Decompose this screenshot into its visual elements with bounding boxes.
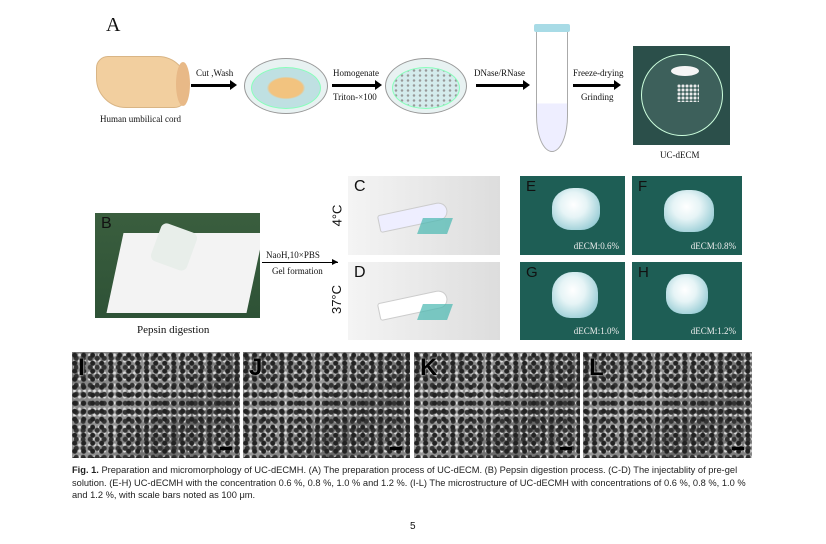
arrowhead-icon xyxy=(332,259,338,265)
gel-arrow-bottom-label: Gel formation xyxy=(272,266,323,276)
panel-letter: I xyxy=(78,354,85,381)
caption-label: Fig. 1. xyxy=(72,465,99,475)
step4-bottom-label: Grinding xyxy=(581,92,614,102)
arrow-icon xyxy=(573,80,621,90)
pepsin-digestion-photo: B xyxy=(95,213,260,318)
step3-label: DNase/RNase xyxy=(474,68,525,78)
petri-dish-tissue xyxy=(244,58,328,114)
sem-image-i: I xyxy=(72,352,240,458)
scale-bar xyxy=(732,447,744,450)
arrow-icon xyxy=(476,80,530,90)
panel-letter: J xyxy=(249,354,263,381)
gel-caption: dECM:1.0% xyxy=(573,326,619,336)
panel-letter: H xyxy=(638,264,649,281)
source-label: Human umbilical cord xyxy=(100,114,181,124)
panel-d-letter: D xyxy=(354,264,366,281)
panel-c-photo: C xyxy=(348,176,500,255)
sem-image-l: L xyxy=(583,352,752,458)
uc-decm-photo xyxy=(633,46,730,145)
scale-bar xyxy=(560,447,572,450)
step2-top-label: Homogenate xyxy=(333,68,379,78)
panel-a-letter: A xyxy=(106,14,121,36)
figure-caption: Fig. 1. Preparation and micromorphology … xyxy=(72,464,762,502)
cord-cross-section xyxy=(176,62,190,106)
product-label: UC-dECM xyxy=(660,150,700,160)
caption-text: Preparation and micromorphology of UC-dE… xyxy=(72,465,746,500)
page-number: 5 xyxy=(410,521,416,532)
step4-top-label: Freeze-drying xyxy=(573,68,624,78)
gel-caption: dECM:0.8% xyxy=(690,241,736,251)
scale-bar xyxy=(220,447,232,450)
arrow-icon xyxy=(332,80,382,90)
panel-c-letter: C xyxy=(354,178,366,195)
step2-bottom-label: Triton-×100 xyxy=(333,92,377,102)
arrow-icon xyxy=(191,80,237,90)
temp-4c: 4°C xyxy=(329,204,345,227)
panel-b-label: Pepsin digestion xyxy=(137,324,210,336)
panel-b-letter: B xyxy=(101,215,112,232)
panel-letter: E xyxy=(526,178,537,195)
scale-bar xyxy=(390,447,402,450)
panel-letter: F xyxy=(638,178,648,195)
umbilical-cord-illustration xyxy=(96,56,188,108)
petri-dish-homogenate xyxy=(385,58,467,114)
panel-letter: G xyxy=(526,264,538,281)
panel-letter: L xyxy=(589,354,604,381)
gel-caption: dECM:1.2% xyxy=(690,326,736,336)
panel-d-photo: D xyxy=(348,262,500,340)
gel-arrow-top-label: NaoH,10×PBS xyxy=(266,250,320,260)
panel-letter: K xyxy=(420,354,438,381)
gel-caption: dECM:0.6% xyxy=(573,241,619,251)
step1-label: Cut ,Wash xyxy=(196,68,234,78)
tube-cap xyxy=(534,24,570,32)
arrow-icon xyxy=(262,262,338,263)
centrifuge-tube xyxy=(536,32,568,152)
temp-37c: 37°C xyxy=(329,284,345,315)
sem-image-k: K xyxy=(414,352,580,458)
sem-image-j: J xyxy=(243,352,410,458)
